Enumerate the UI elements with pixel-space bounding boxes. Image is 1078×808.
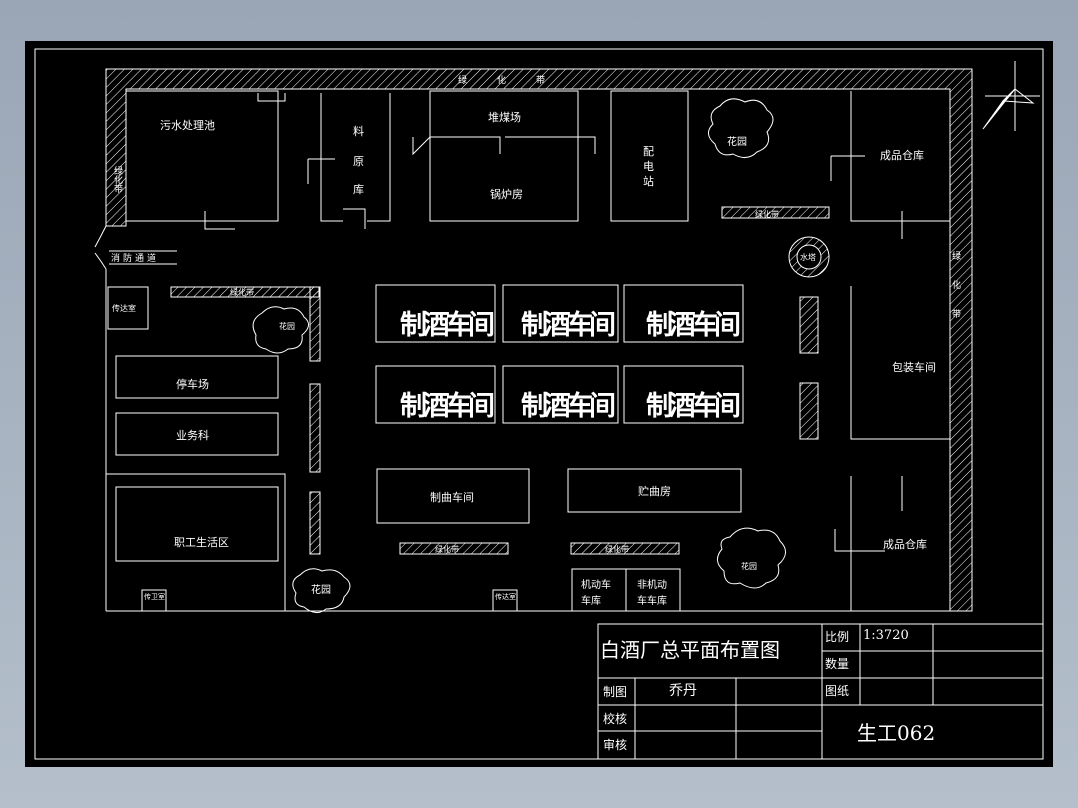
garden-left-lower: 花园 [292, 568, 351, 613]
water-tower: 水塔 [788, 236, 830, 278]
svg-text:业务科: 业务科 [176, 428, 209, 442]
guard-room-bottom-mid [492, 589, 518, 612]
svg-text:职工生活区: 职工生活区 [174, 535, 229, 549]
title-block [597, 623, 1044, 760]
garden-bottom-right: 花园 [717, 527, 786, 589]
product-wh-top-label: 成品仓库 [880, 148, 924, 162]
greenbelt-strip-top [721, 206, 830, 219]
scale-label: 比例 [825, 630, 849, 644]
scale-value: 1:3720 [863, 628, 909, 643]
svg-text:制曲车间: 制曲车间 [430, 490, 474, 504]
svg-text:制酒车间: 制酒车间 [646, 390, 741, 422]
boiler-label: 锅炉房 [490, 188, 523, 201]
material-label-1: 料 [353, 124, 364, 138]
brew-shop-6 [623, 365, 744, 424]
greenbelt-top-label: 绿化带 [458, 74, 575, 86]
reviewer-label: 审核 [603, 737, 627, 752]
quantity-label: 数量 [825, 656, 849, 671]
drawing-no-label: 图纸 [825, 684, 849, 698]
coal-yard-label: 堆煤场 [488, 110, 521, 124]
nonmotor-garage-line2: 车车库 [637, 594, 667, 607]
greenbelt-strip-mid [309, 383, 321, 473]
svg-text:绿化带: 绿化带 [605, 544, 629, 554]
motor-garage-line1: 机动车 [581, 578, 611, 591]
garden-left-upper: 花园 [252, 306, 309, 354]
power-station [610, 90, 689, 222]
svg-text:花园: 花园 [279, 321, 295, 331]
koji-store [567, 468, 742, 513]
sewage-label: 污水处理池 [160, 119, 215, 132]
product-warehouse-top [850, 91, 950, 222]
svg-text:传达室: 传达室 [495, 592, 516, 601]
svg-text:绿化带: 绿化带 [755, 209, 779, 219]
packaging-workshop [850, 286, 950, 440]
svg-text:传卫室: 传卫室 [144, 592, 165, 601]
svg-text:停车场: 停车场 [176, 377, 209, 391]
svg-text:消防通道: 消防通道 [111, 252, 159, 264]
class-name: 生工062 [857, 721, 935, 745]
parking-lot [115, 355, 279, 399]
koji-workshop [376, 468, 530, 524]
svg-text:制酒车间: 制酒车间 [646, 309, 741, 341]
inner-border [34, 48, 1044, 760]
staff-zone-outline [106, 473, 286, 611]
brew-shop-1 [375, 284, 496, 343]
guard-room-bottom-left [141, 589, 167, 612]
svg-text:贮曲房: 贮曲房 [638, 485, 671, 498]
svg-text:花园: 花园 [311, 583, 331, 596]
guard-room-left [107, 286, 149, 330]
nonmotor-garage-line1: 非机动 [637, 578, 667, 591]
svg-text:制酒车间: 制酒车间 [521, 390, 616, 422]
svg-text:花园: 花园 [741, 561, 757, 571]
sewage-pool [125, 90, 279, 222]
garden-top-right: 花园 [708, 98, 774, 158]
power-label-1: 配 [643, 145, 654, 158]
greenbelt-block-1 [799, 296, 819, 354]
greenbelt-left-label: 绿化带 [112, 165, 123, 194]
checker-label: 校核 [603, 711, 627, 726]
greenbelt-block-2 [799, 382, 819, 440]
business-dept [115, 412, 279, 456]
drawing-sheet: 绿化带 绿化带 绿化带 消防通道 污水处理池 料 原 库 堆煤场 锅炉房 配 电… [25, 41, 1053, 767]
site-plan-drawing: 绿化带 绿化带 绿化带 消防通道 污水处理池 料 原 库 堆煤场 锅炉房 配 电… [34, 48, 1044, 760]
brew-shop-2 [502, 284, 619, 343]
staff-living-area [115, 486, 279, 562]
coal-boiler-block [429, 90, 579, 222]
north-arrow-icon [982, 61, 1040, 131]
brew-shop-5 [502, 365, 619, 424]
material-label-2: 原 [353, 155, 364, 168]
greenbelt-strip-left-v [309, 286, 321, 362]
product-wh-bottom-label: 成品仓库 [883, 537, 927, 551]
brew-shop-4 [375, 365, 496, 424]
raw-material-store [320, 93, 391, 222]
boundary-greenbelt [105, 68, 973, 612]
svg-text:水塔: 水塔 [800, 252, 816, 262]
drawing-title: 白酒厂总平面布置图 [600, 638, 780, 662]
svg-text:制酒车间: 制酒车间 [521, 309, 616, 341]
drawer-name: 乔丹 [669, 683, 697, 699]
svg-text:制酒车间: 制酒车间 [400, 309, 495, 341]
power-label-2: 电 [643, 160, 654, 173]
greenbelt-strip-low [309, 491, 321, 555]
packaging-label: 包装车间 [892, 360, 936, 374]
material-label-3: 库 [353, 183, 364, 196]
fire-lane: 消防通道 [109, 250, 177, 265]
greenbelt-strip-b1 [399, 542, 509, 555]
power-label-3: 站 [643, 174, 654, 188]
svg-text:绿化带: 绿化带 [435, 544, 459, 554]
motor-garage-line2: 车库 [581, 594, 601, 607]
svg-text:花园: 花园 [727, 135, 747, 148]
svg-text:制酒车间: 制酒车间 [400, 390, 495, 422]
svg-text:绿化带: 绿化带 [230, 287, 254, 297]
brew-shop-3 [623, 284, 744, 343]
svg-text:传达室: 传达室 [112, 303, 136, 313]
greenbelt-strip-b2 [570, 542, 680, 555]
drawer-label: 制图 [603, 685, 627, 699]
greenbelt-right-label: 绿化带 [950, 250, 961, 338]
